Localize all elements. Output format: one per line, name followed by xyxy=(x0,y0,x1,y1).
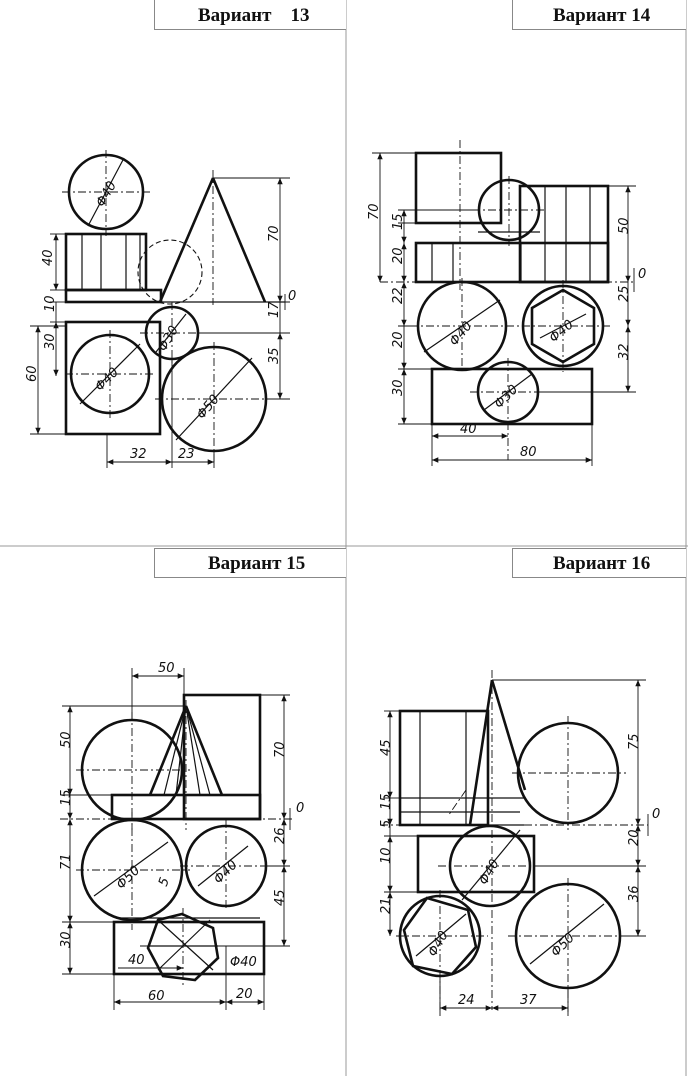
svg-text:5: 5 xyxy=(156,876,173,889)
svg-text:0: 0 xyxy=(652,807,660,822)
svg-text:32: 32 xyxy=(130,447,147,462)
svg-text:30: 30 xyxy=(43,333,58,350)
svg-text:30: 30 xyxy=(391,379,406,396)
svg-text:50: 50 xyxy=(617,217,632,234)
svg-text:50: 50 xyxy=(59,731,74,748)
svg-text:20: 20 xyxy=(391,247,406,264)
variant-16-title: Вариант 16 xyxy=(553,553,651,574)
svg-text:Φ40: Φ40 xyxy=(425,929,451,960)
svg-text:50: 50 xyxy=(158,661,175,676)
variant-16-drawing: 45 15 5 10 21 75 20 36 0 Φ40 Φ40 Φ50 24 … xyxy=(379,670,660,1016)
svg-text:0: 0 xyxy=(288,289,296,304)
v16-hexagon xyxy=(402,896,478,976)
svg-text:Φ40: Φ40 xyxy=(94,179,120,210)
svg-text:15: 15 xyxy=(391,213,406,230)
variant-13-title: Вариант 13 xyxy=(198,5,310,26)
svg-text:23: 23 xyxy=(178,447,195,462)
svg-text:35: 35 xyxy=(267,347,282,364)
svg-text:20: 20 xyxy=(391,331,406,348)
svg-text:25: 25 xyxy=(617,285,632,302)
v13-upper-block xyxy=(64,232,148,292)
svg-text:Φ30: Φ30 xyxy=(492,382,522,412)
svg-text:Φ40: Φ40 xyxy=(476,857,502,888)
svg-text:30: 30 xyxy=(59,931,74,948)
svg-text:15: 15 xyxy=(379,793,394,810)
svg-text:Φ50: Φ50 xyxy=(114,863,144,893)
v13-cone-right xyxy=(211,177,267,303)
svg-text:10: 10 xyxy=(43,295,58,312)
svg-text:Φ50: Φ50 xyxy=(548,930,578,960)
variant-15-title-box xyxy=(154,548,346,578)
v13-lower-block xyxy=(64,320,162,436)
variant-16-title-box xyxy=(512,548,686,578)
svg-text:5: 5 xyxy=(379,820,394,828)
svg-text:40: 40 xyxy=(41,249,56,266)
svg-text:36: 36 xyxy=(627,885,642,902)
svg-text:Φ40: Φ40 xyxy=(92,365,122,395)
svg-text:17: 17 xyxy=(267,301,282,318)
svg-text:20: 20 xyxy=(627,829,642,846)
svg-text:32: 32 xyxy=(617,343,632,360)
svg-text:40: 40 xyxy=(460,422,477,437)
variant-14-title-box xyxy=(512,0,686,30)
svg-text:37: 37 xyxy=(520,993,537,1008)
svg-text:60: 60 xyxy=(25,365,40,382)
variant-14-drawing: Φ40 Φ40 Φ30 70 15 20 22 20 30 50 25 32 0… xyxy=(367,140,646,466)
svg-text:45: 45 xyxy=(379,739,394,756)
v16-cone-right xyxy=(490,679,527,791)
svg-text:75: 75 xyxy=(627,733,642,750)
svg-text:Φ40: Φ40 xyxy=(447,319,476,349)
variant-15-drawing: 50 50 15 71 30 70 26 45 0 Φ50 Φ40 Φ40 40… xyxy=(59,661,304,1010)
svg-text:Φ50: Φ50 xyxy=(194,392,223,422)
v16-mid-block xyxy=(416,834,536,894)
v15-hexagon xyxy=(146,912,220,982)
variant-15-title: Вариант 15 xyxy=(208,553,306,574)
svg-text:40: 40 xyxy=(128,953,145,968)
svg-text:60: 60 xyxy=(148,989,165,1004)
svg-text:80: 80 xyxy=(520,445,537,460)
svg-text:10: 10 xyxy=(379,847,394,864)
variant-13-title-box xyxy=(154,0,346,30)
v14-top-block xyxy=(414,151,503,225)
svg-text:0: 0 xyxy=(638,267,646,282)
svg-text:71: 71 xyxy=(59,853,74,870)
svg-text:15: 15 xyxy=(59,789,74,806)
svg-text:45: 45 xyxy=(273,889,288,906)
v16-tall-block xyxy=(398,709,490,827)
v16-cone-left xyxy=(468,679,494,826)
v13-cone-left xyxy=(158,177,215,303)
v15-tall-block xyxy=(182,693,262,821)
v14-right-block xyxy=(518,184,610,284)
svg-text:24: 24 xyxy=(458,993,475,1008)
v15-bottom-block xyxy=(112,920,266,976)
svg-text:Φ40: Φ40 xyxy=(230,955,257,970)
svg-text:0: 0 xyxy=(296,801,304,816)
svg-text:21: 21 xyxy=(379,897,394,914)
svg-text:70: 70 xyxy=(267,225,282,242)
svg-text:22: 22 xyxy=(391,287,406,304)
v14-bottom-block xyxy=(430,367,594,426)
svg-text:Φ40: Φ40 xyxy=(211,858,241,888)
svg-text:70: 70 xyxy=(367,203,382,220)
variant-13-drawing: Φ40 Φ30 Φ40 Φ50 40 10 30 60 70 17 35 0 3… xyxy=(25,150,296,468)
svg-text:20: 20 xyxy=(236,987,253,1002)
variant-14-title: Вариант 14 xyxy=(553,5,651,26)
svg-text:26: 26 xyxy=(273,827,288,844)
svg-text:70: 70 xyxy=(273,741,288,758)
